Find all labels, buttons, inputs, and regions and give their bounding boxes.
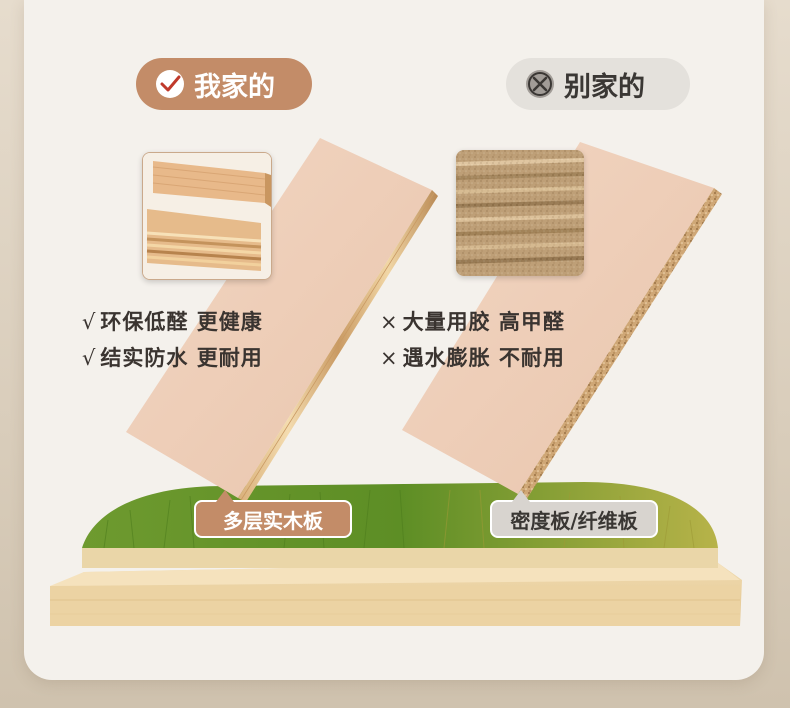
theirs-feature-2: ×遇水膨胀 不耐用 bbox=[380, 346, 565, 370]
check-circle-icon bbox=[156, 70, 184, 98]
ours-feature-2: √结实防水 更耐用 bbox=[82, 346, 263, 370]
ours-badge: 我家的 bbox=[136, 58, 312, 110]
ours-material-tag: 多层实木板 bbox=[194, 490, 352, 538]
theirs-material-tag: 密度板/纤维板 bbox=[490, 490, 658, 538]
comparison-card: 我家的 别家的 bbox=[24, 0, 764, 680]
x-circle-icon bbox=[526, 70, 554, 98]
theirs-badge: 别家的 bbox=[506, 58, 690, 110]
plywood-sample-image bbox=[142, 152, 272, 280]
ours-feature-1: √环保低醛 更健康 bbox=[82, 310, 263, 334]
theirs-badge-label: 别家的 bbox=[564, 71, 645, 103]
theirs-feature-1: ×大量用胶 高甲醛 bbox=[380, 310, 565, 334]
ours-material-label: 多层实木板 bbox=[223, 508, 323, 533]
particleboard-sample-image bbox=[456, 150, 584, 276]
theirs-material-label: 密度板/纤维板 bbox=[510, 508, 638, 533]
ours-badge-label: 我家的 bbox=[194, 71, 275, 103]
